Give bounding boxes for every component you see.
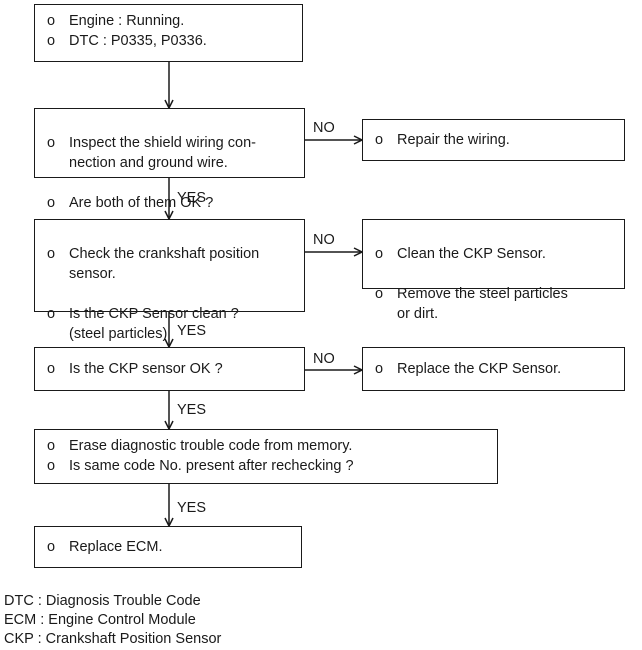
bullet: o: [47, 33, 56, 49]
start-line-1: Engine : Running.: [69, 13, 185, 29]
bullet: o: [375, 132, 384, 148]
crankshaft-check-line-1: Check the crankshaft position sensor.: [69, 246, 260, 282]
yes-label-erase: YES: [177, 500, 207, 516]
ckp-ok-text: Is the CKP sensor OK ?: [69, 361, 223, 377]
shield-check-box: o Inspect the shield wiring con- nection …: [34, 108, 305, 211]
no-label-shield: NO: [313, 120, 335, 136]
shield-check-line-2: Are both of them OK ?: [69, 195, 214, 211]
legend-ckp: CKP : Crankshaft Position Sensor: [4, 631, 222, 647]
bullet: o: [47, 246, 56, 262]
crankshaft-check-line-2: Is the CKP Sensor clean ? (steel particl…: [69, 306, 239, 342]
yes-label-crankshaft: YES: [177, 323, 207, 339]
erase-dtc-line-1: Erase diagnostic trouble code from memor…: [69, 438, 353, 454]
bullet: o: [375, 361, 384, 377]
bullet: o: [375, 286, 384, 302]
legend-ecm: ECM : Engine Control Module: [4, 612, 196, 628]
replace-ecm-text: Replace ECM.: [69, 539, 163, 555]
shield-check-line-1: Inspect the shield wiring con- nection a…: [69, 135, 256, 171]
start-line-2: DTC : P0335, P0336.: [69, 33, 207, 49]
bullet: o: [47, 13, 56, 29]
no-label-ckp: NO: [313, 351, 335, 367]
repair-wiring-box: o Repair the wiring.: [362, 119, 625, 161]
bullet: o: [47, 539, 56, 555]
bullet: o: [375, 246, 384, 262]
bullet: o: [47, 135, 56, 151]
bullet: o: [47, 361, 56, 377]
legend-dtc: DTC : Diagnosis Trouble Code: [4, 593, 201, 609]
erase-dtc-line-2: Is same code No. present after recheckin…: [69, 458, 354, 474]
repair-wiring-text: Repair the wiring.: [397, 132, 510, 148]
bullet: o: [47, 438, 56, 454]
yes-label-shield: YES: [177, 190, 207, 206]
no-label-crankshaft: NO: [313, 232, 335, 248]
bullet: o: [47, 458, 56, 474]
replace-ckp-box: o Replace the CKP Sensor.: [362, 347, 625, 391]
ckp-ok-box: o Is the CKP sensor OK ?: [34, 347, 305, 391]
yes-label-ckp: YES: [177, 402, 207, 418]
crankshaft-check-box: o Check the crankshaft position sensor. o…: [34, 219, 305, 342]
abbreviation-legend: DTC : Diagnosis Trouble Code ECM : Engin…: [4, 592, 221, 649]
bullet: o: [47, 306, 56, 322]
clean-ckp-line-2: Remove the steel particles or dirt.: [397, 286, 568, 322]
bullet: o: [47, 195, 56, 211]
replace-ckp-text: Replace the CKP Sensor.: [397, 361, 562, 377]
replace-ecm-box: o Replace ECM.: [34, 526, 302, 568]
clean-ckp-line-1: Clean the CKP Sensor.: [397, 246, 546, 262]
erase-dtc-box: o Erase diagnostic trouble code from memo…: [34, 429, 498, 484]
